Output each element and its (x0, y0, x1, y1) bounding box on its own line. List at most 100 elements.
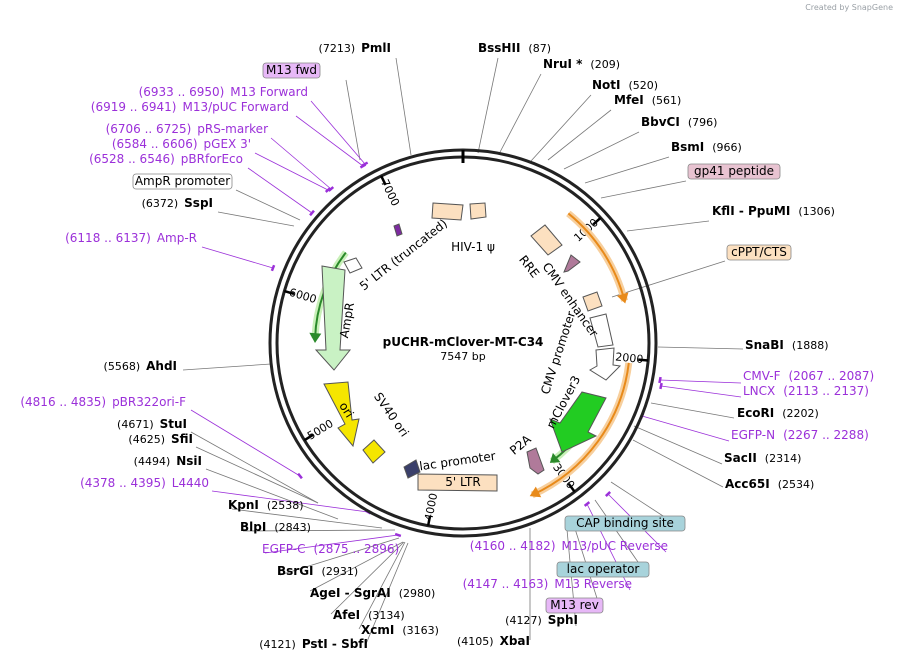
site-label-amp-r[interactable]: (6118 .. 6137)Amp-R (65, 231, 197, 245)
label-text: BbvCI(796) (641, 115, 717, 129)
site-label-m13-fwd[interactable]: M13 fwd (262, 62, 321, 79)
label-text: (7213)PmlI (319, 41, 391, 55)
site-label-pbrforeco[interactable]: (6528 .. 6546)pBRforEco (89, 152, 243, 166)
site-label-sfii[interactable]: (4625)SfiI (128, 432, 193, 446)
label-text: (6118 .. 6137)Amp-R (65, 231, 197, 245)
label-text: XcmI(3163) (361, 623, 439, 637)
site-label-cap-binding-site[interactable]: CAP binding site (564, 515, 686, 532)
site-label-m13-puc-reverse[interactable]: (4160 .. 4182)M13/pUC Reverse (470, 539, 668, 553)
site-label-nsii[interactable]: (4494) NsiI (134, 454, 202, 468)
site-label-bbvci[interactable]: BbvCI(796) (641, 115, 717, 129)
label-position: (966) (712, 141, 742, 154)
site-label-m13-rev[interactable]: M13 rev (545, 597, 604, 614)
label-name: BsrGI (277, 564, 314, 578)
label-name: PstI - SbfI (302, 637, 368, 651)
label-position: (4494) (134, 455, 171, 468)
label-name: PmlI (361, 41, 391, 55)
label-name: L4440 (172, 476, 209, 490)
site-label-pgex-3[interactable]: (6584 .. 6606)pGEX 3' (112, 137, 251, 151)
site-label-blpi[interactable]: BlpI(2843) (240, 520, 311, 534)
site-label-cppt-cts[interactable]: cPPT/CTS (726, 244, 792, 261)
label-name: M13 Reverse (554, 577, 632, 591)
label-text: (6528 .. 6546)pBRforEco (89, 152, 243, 166)
site-label-snabi[interactable]: SnaBI(1888) (745, 338, 828, 352)
site-label-agei-sgrai[interactable]: AgeI - SgrAI(2980) (310, 586, 435, 600)
site-label-noti[interactable]: NotI(520) (592, 78, 658, 92)
label-sv40-ori: SV40 ori (371, 390, 411, 439)
primer-mark-cmv-f (658, 376, 662, 384)
site-label-prs-marker[interactable]: (6706 .. 6725)pRS-marker (106, 122, 268, 136)
site-label-stui[interactable]: (4671)StuI (117, 417, 187, 431)
feature-hiv1-psi (469, 202, 487, 220)
label-text: Acc65I(2534) (725, 477, 814, 491)
primer-mark-pbr322ori-f (297, 472, 303, 480)
primer-mark-amp-r (270, 264, 276, 272)
site-label-ecori[interactable]: EcoRI(2202) (737, 406, 819, 420)
site-label-m13-forward[interactable]: (6933 .. 6950)M13 Forward (139, 85, 308, 99)
site-label-sspi[interactable]: (6372)SspI (142, 196, 213, 210)
site-label-ahdi[interactable]: (5568)AhdI (104, 359, 177, 373)
label-text: BssHII(87) (478, 41, 551, 55)
label-text: BsmI(966) (671, 140, 742, 154)
leader-pbr322ori-f (190, 409, 301, 477)
label-text: BlpI(2843) (240, 520, 311, 534)
site-label-xcmi[interactable]: XcmI(3163) (361, 623, 439, 637)
site-label-sacii[interactable]: SacII(2314) (724, 451, 801, 465)
site-label-afei[interactable]: AfeI(3134) (333, 608, 405, 622)
site-label-acc65i[interactable]: Acc65I(2534) (725, 477, 814, 491)
site-label-psti-sbfi[interactable]: (4121)PstI - SbfI (259, 637, 368, 651)
label-position: (6933 .. 6950) (139, 85, 225, 99)
leader-sfii (195, 446, 319, 504)
site-label-pbr322ori-f[interactable]: (4816 .. 4835)pBR322ori-F (20, 395, 186, 409)
leader-m13-forward (310, 100, 366, 165)
green-arc-ampr-head (309, 332, 322, 344)
site-label-cmv-f[interactable]: CMV-F(2067 .. 2087) (743, 369, 874, 383)
leader-agei-sgrai (309, 541, 404, 592)
label-position: (6706 .. 6725) (106, 122, 192, 136)
site-label-lac-operator[interactable]: lac operator (556, 561, 650, 578)
leader-m13-puc-forward (295, 115, 364, 167)
label-position: (6919 .. 6941) (91, 100, 177, 114)
site-label-bsshii[interactable]: BssHII(87) (478, 41, 551, 55)
label-name: Acc65I (725, 477, 770, 491)
site-label-xbai[interactable]: (4105)XbaI (457, 634, 530, 648)
label-box (556, 561, 650, 578)
label-position: (4671) (117, 418, 154, 431)
label-position: (4378 .. 4395) (80, 476, 166, 490)
label-position: (2875 .. 2896) (313, 542, 399, 556)
site-label-m13-puc-forward[interactable]: (6919 .. 6941) M13/pUC Forward (91, 100, 289, 114)
leader-cppt-cts (611, 260, 726, 298)
site-label-bsrgi[interactable]: BsrGI(2931) (277, 564, 358, 578)
leader-psti-sbfi (365, 542, 409, 645)
label-position: (5568) (104, 360, 141, 373)
site-label-egfp-n[interactable]: EGFP-N(2267 .. 2288) (731, 428, 869, 442)
site-label-pmli[interactable]: (7213)PmlI (319, 41, 391, 55)
label-text: (4671)StuI (117, 417, 187, 431)
label-lac-promoter: lac promoter (418, 449, 496, 474)
site-label-lncx[interactable]: LNCX(2113 .. 2137) (743, 384, 869, 398)
label-name: M13/pUC Forward (182, 100, 289, 114)
label-name: M13 rev (550, 598, 599, 612)
label-name: MfeI (614, 93, 644, 107)
site-label-kfli-ppumi[interactable]: KflI - PpuMI(1306) (712, 204, 835, 218)
site-label-mfei[interactable]: MfeI(561) (614, 93, 681, 107)
label-position: (4625) (128, 433, 165, 446)
label-position: (4127) (505, 614, 542, 627)
site-label-bsmi[interactable]: BsmI(966) (671, 140, 742, 154)
leader-egfp-c (264, 534, 399, 554)
label-text: NruI *(209) (543, 57, 620, 71)
site-label-sphi[interactable]: (4127)SphI (505, 613, 578, 627)
site-label-gp41-peptide[interactable]: gp41 peptide (687, 163, 781, 180)
green-arc-mclover-head (549, 452, 561, 463)
site-label-kpni[interactable]: KpnI(2538) (228, 498, 303, 512)
orange-arc-mclover-head (529, 486, 542, 498)
label-name: NsiI (176, 454, 202, 468)
site-label-m13-reverse[interactable]: (4147 .. 4163)M13 Reverse (463, 577, 632, 591)
site-label-ampr-promoter[interactable]: AmpR promoter (132, 173, 233, 190)
site-label-nrui[interactable]: NruI *(209) (543, 57, 620, 71)
label-position: (6528 .. 6546) (89, 152, 175, 166)
site-label-egfp-c[interactable]: EGFP-C(2875 .. 2896) (262, 542, 399, 556)
site-label-l4440[interactable]: (4378 .. 4395) L4440 (80, 476, 209, 490)
feature-p2a (526, 447, 545, 475)
